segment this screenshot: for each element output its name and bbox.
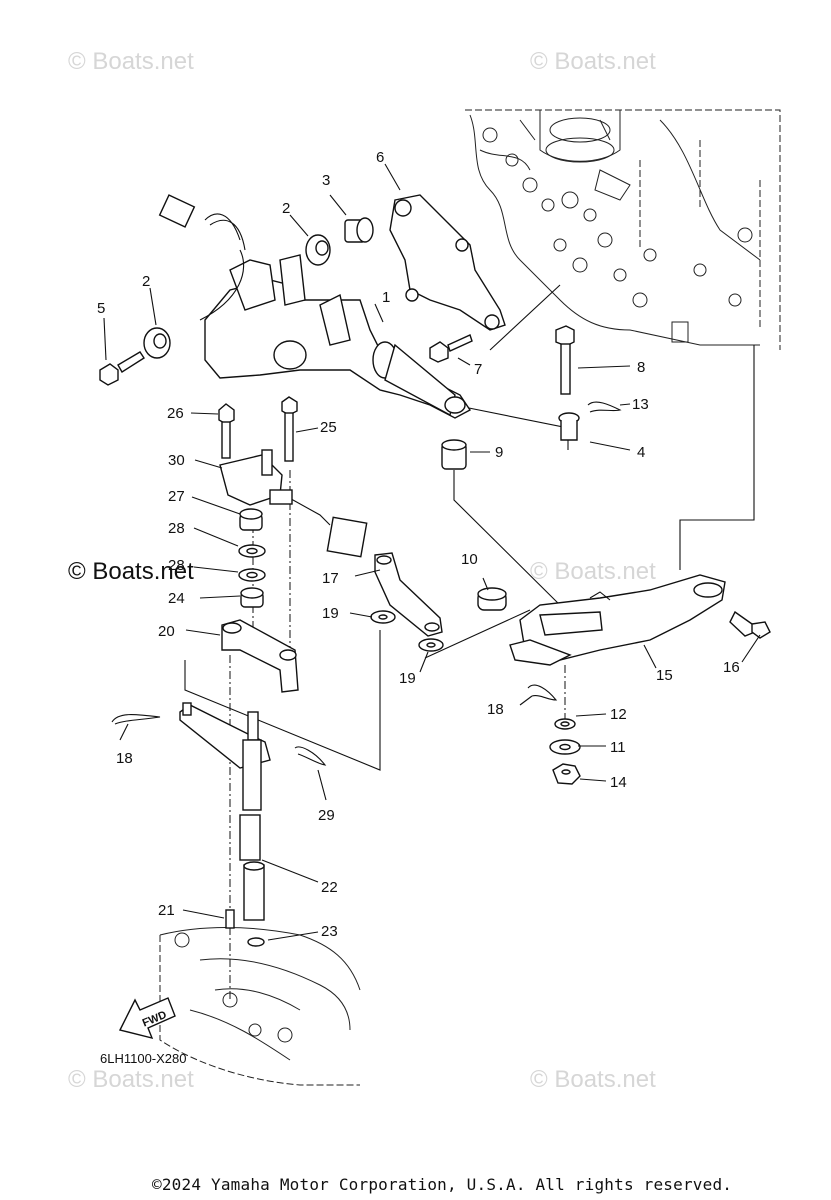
callout-12: 12 <box>610 706 627 723</box>
part-27-collar <box>239 508 263 531</box>
engine-bottom-outline <box>159 927 361 1086</box>
callout-2-upper: 2 <box>282 200 290 217</box>
callout-26: 26 <box>167 405 184 422</box>
callout-18-left: 18 <box>116 750 133 767</box>
callout-5: 5 <box>97 300 105 317</box>
part-10-grommet <box>477 587 507 611</box>
part-25-bolt <box>281 396 298 462</box>
callout-23: 23 <box>321 923 338 940</box>
watermark-top-left: © Boats.net <box>68 48 194 75</box>
part-8-bolt <box>555 325 575 395</box>
callout-28-upper: 28 <box>168 520 185 537</box>
callout-19-left: 19 <box>322 605 339 622</box>
part-6-bracket <box>389 194 506 331</box>
callout-13: 13 <box>632 396 649 413</box>
callout-25: 25 <box>320 419 337 436</box>
part-18-clip-left <box>111 714 161 725</box>
part-21-pin <box>225 909 235 929</box>
callout-21: 21 <box>158 902 175 919</box>
callout-28-lower: 28 <box>168 557 185 574</box>
part-11-washer <box>549 739 581 755</box>
part-19-washer-b <box>418 638 444 652</box>
callout-16: 16 <box>723 659 740 676</box>
part-1-shift-bracket-assembly <box>158 194 472 419</box>
callout-30: 30 <box>168 452 185 469</box>
callout-9: 9 <box>495 444 503 461</box>
part-4-collar <box>558 412 580 441</box>
callout-19-right: 19 <box>399 670 416 687</box>
callout-10: 10 <box>461 551 478 568</box>
callout-24: 24 <box>168 590 185 607</box>
callout-leaders <box>103 163 761 941</box>
callout-2-lower: 2 <box>142 273 150 290</box>
part-30-sensor <box>219 449 368 558</box>
part-2-grommet-upper <box>305 234 331 266</box>
callout-14: 14 <box>610 774 627 791</box>
watermark-bottom-left: © Boats.net <box>68 1066 194 1093</box>
part-18-clip-right <box>527 684 558 701</box>
callout-27: 27 <box>168 488 185 505</box>
diagram-code: 6LH1100-X280 <box>100 1051 187 1066</box>
part-7-bolt <box>429 334 473 363</box>
part-20-lever <box>221 619 299 693</box>
watermark-mid-right: © Boats.net <box>530 558 656 585</box>
callout-15: 15 <box>656 667 673 684</box>
part-28-washer-upper <box>238 544 266 558</box>
callout-1: 1 <box>382 289 390 306</box>
part-14-nut <box>552 763 581 785</box>
callout-17: 17 <box>322 570 339 587</box>
part-3-collar <box>344 217 374 243</box>
part-22-shift-rod <box>239 739 265 921</box>
callout-20: 20 <box>158 623 175 640</box>
callouts: 1 2 2 3 4 5 6 7 8 9 10 11 12 13 14 15 16… <box>97 149 740 940</box>
part-13-clip <box>587 401 622 413</box>
part-19-washer-a <box>370 610 396 624</box>
part-15-shift-lever <box>509 574 726 666</box>
callout-22: 22 <box>321 879 338 896</box>
part-16-bolt <box>729 610 771 639</box>
watermark-bottom-right: © Boats.net <box>530 1066 656 1093</box>
watermark-mid-left: © Boats.net <box>68 558 194 585</box>
callout-11: 11 <box>610 739 626 756</box>
part-12-washer <box>554 718 576 730</box>
callout-18-right: 18 <box>487 701 504 718</box>
callout-29: 29 <box>318 807 335 824</box>
callout-7: 7 <box>474 361 482 378</box>
watermark-top-right: © Boats.net <box>530 48 656 75</box>
callout-8: 8 <box>637 359 645 376</box>
part-17-link <box>374 552 443 637</box>
part-23-o-ring <box>247 937 265 947</box>
fwd-arrow-icon: FWD <box>118 997 176 1040</box>
part-5-bolt <box>99 351 145 386</box>
part-9-grommet <box>441 439 467 470</box>
copyright-notice: ©2024 Yamaha Motor Corporation, U.S.A. A… <box>152 1175 733 1194</box>
part-26-bolt <box>218 403 235 459</box>
part-2-grommet-lower <box>143 327 171 359</box>
part-29-pin <box>294 746 327 766</box>
part-24-collar <box>240 587 264 608</box>
callout-3: 3 <box>322 172 330 189</box>
callout-4: 4 <box>637 444 645 461</box>
callout-6: 6 <box>376 149 384 166</box>
part-28-washer-lower <box>238 568 266 582</box>
engine-block-outline <box>465 109 781 350</box>
